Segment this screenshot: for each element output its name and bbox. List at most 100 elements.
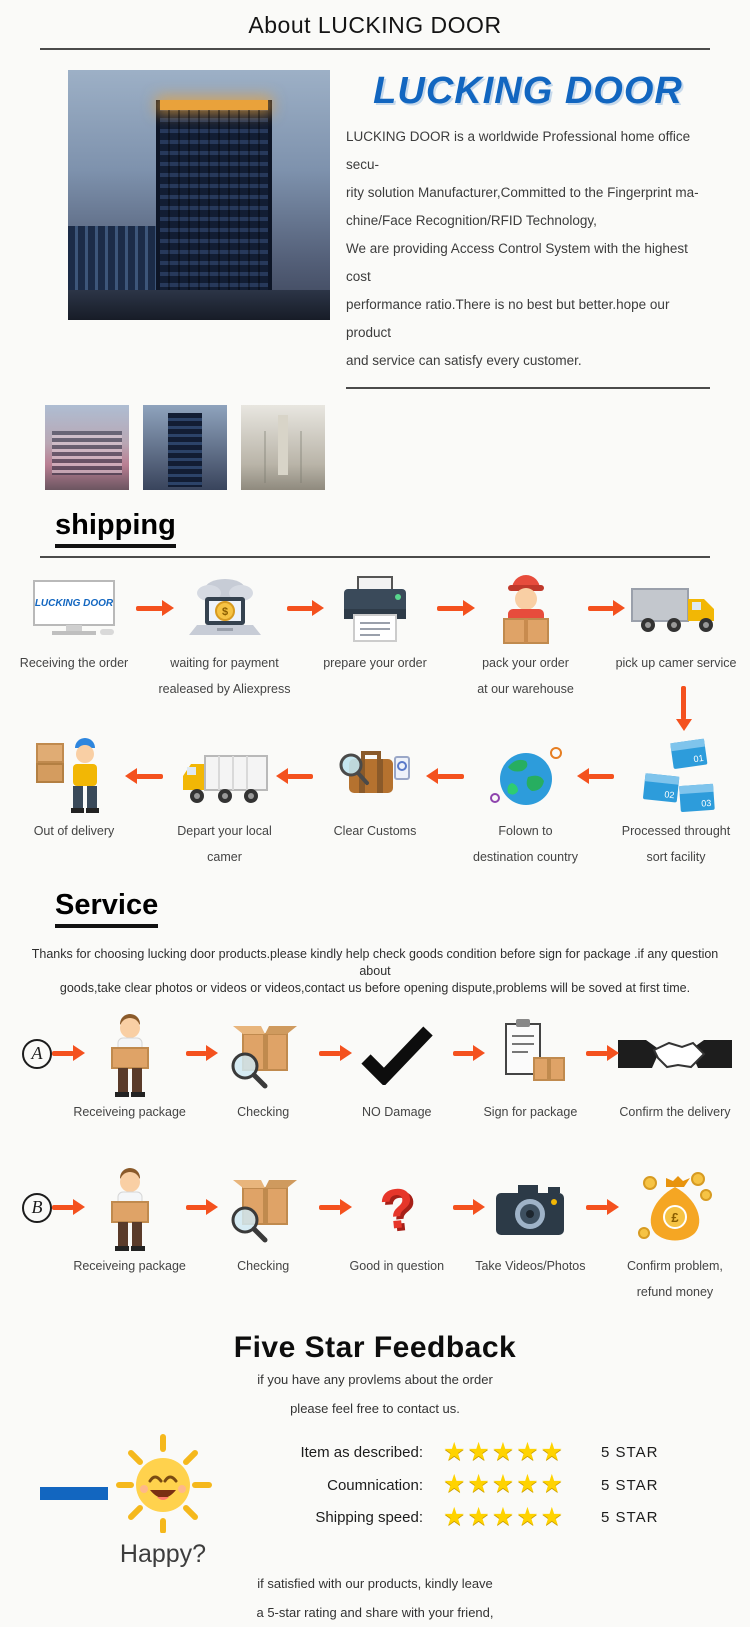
step-take-videos: Take Videos/Photos [474,1165,586,1305]
arrow-right-icon [586,1050,608,1056]
feedback-outro-line1: if satisfied with our products, kindly l… [257,1575,493,1591]
step-label-2: sort facility [646,849,706,864]
service-heading: Service [55,889,159,928]
page-title: About LUCKING DOOR [248,12,502,38]
step-label: Clear Customs [333,823,417,838]
feedback-block: Happy? Item as described: ★★★★★ 5 STAR C… [0,1423,750,1569]
handshake-icon [616,1011,734,1099]
local-truck-icon [177,738,273,818]
step-label: Sign for package [483,1104,578,1119]
building-thumbnail-1 [45,405,129,490]
feedback-heading: Five Star Feedback [233,1330,517,1364]
about-paragraph: LUCKING DOOR is a worldwide Professional… [346,123,710,375]
about-text-column: LUCKING DOOR LUCKING DOOR is a worldwide… [346,70,710,389]
camera-icon [488,1165,572,1253]
step-label-2: camer [207,849,242,864]
money-bag-icon: £ [632,1165,718,1253]
step-label-2: refund money [636,1284,714,1299]
photo-low-building [68,226,160,290]
step-no-damage: NO Damage [341,1011,453,1151]
company-building-photo [68,70,330,320]
rating-label: Shipping speed: [315,1509,423,1527]
feedback-outro-line2: a 5-star rating and share with your frie… [256,1604,494,1620]
five-stars-icon: ★★★★★ [442,1437,566,1466]
svg-text:01: 01 [693,753,704,764]
svg-text:02: 02 [664,789,675,800]
globe-icon [487,738,565,818]
step-label: Confirm problem, [627,1258,723,1273]
building-thumbnail-2 [143,405,227,490]
step-label: Receiveing package [73,1258,186,1273]
divider [346,387,710,389]
rating-value: 5 STAR [601,1444,659,1462]
step-waiting-payment: $ waiting for payment realeased by Aliex… [158,570,291,702]
footer-blue-bar [40,1487,108,1500]
shipping-flow-row1: LUCKING DOOR Receiving the order $ [0,558,750,702]
step-refund-money: £ Confirm problem, refund money [608,1165,742,1305]
step-label: Confirm the delivery [619,1104,731,1119]
arrow-right-icon [587,605,614,611]
photo-thumbnails [0,393,750,490]
arrow-right-icon [437,605,464,611]
badge-b: B [22,1192,52,1223]
step-out-of-delivery: Out of delivery [12,737,136,870]
happy-sun-icon [116,1433,212,1534]
courier-icon [31,737,117,818]
about-line: performance ratio.There is no best but b… [346,297,670,340]
step-label: Depart your local [177,823,272,838]
arrow-left-icon [437,773,464,779]
about-line: chine/Face Recognition/RFID Technology, [346,213,597,228]
printer-icon [332,570,418,650]
five-stars-icon: ★★★★★ [442,1470,566,1499]
step-label: Take Videos/Photos [475,1258,586,1273]
about-section: LUCKING DOOR LUCKING DOOR is a worldwide… [0,50,750,393]
step-confirm-delivery: Confirm the delivery [608,1011,742,1151]
clipboard-package-icon [488,1011,572,1099]
feedback-intro-line1: if you have any provlems about the order [257,1371,493,1387]
service-note-line2: goods,take clear photos or videos or vid… [59,980,691,995]
arrow-left-icon [136,773,163,779]
divider [40,555,710,558]
step-label-2: at our warehouse [477,681,574,696]
arrow-right-icon [52,1204,74,1210]
five-stars-icon: ★★★★★ [442,1502,566,1531]
person-package-icon [98,1165,162,1253]
arrow-right-icon [185,1050,208,1056]
rating-label: Item as described: [300,1444,423,1462]
arrow-right-icon [319,1050,341,1056]
rating-row: Item as described: ★★★★★ 5 STAR [248,1437,710,1467]
step-label: NO Damage [362,1104,432,1119]
step-prepare-order: prepare your order [313,570,437,702]
feedback-intro-line2: please feel free to contact us. [290,1400,460,1416]
step-label: Folown to [498,823,553,838]
step-checking-b: Checking [207,1165,319,1305]
step-receiving-package-b: Receiveing package [73,1165,186,1305]
shipping-heading: shipping [55,509,176,548]
box-magnifier-icon [221,1011,305,1099]
step-sign-package: Sign for package [474,1011,586,1151]
person-package-icon [98,1011,162,1099]
step-depart-local: Depart your local camer [163,738,287,870]
divider [40,48,710,50]
step-good-in-question: ? Good in question [341,1165,453,1305]
arrow-right-icon [185,1204,208,1210]
arrow-right-icon [452,1050,475,1056]
rating-row: Coumnication: ★★★★★ 5 STAR [248,1471,710,1499]
arrow-right-icon [319,1204,341,1210]
sort-files-icon: 01 02 03 [630,738,722,818]
step-label: Processed throught [621,823,731,838]
service-flow-b: B Receiveing package [0,1151,750,1305]
building-thumbnail-3 [241,405,325,490]
photo-tower [156,100,272,292]
svg-text:LUCKING DOOR: LUCKING DOOR [35,598,114,609]
step-label: Receiveing package [73,1104,186,1119]
arrow-right-icon [286,605,313,611]
arrow-right-icon [52,1050,74,1056]
checkmark-icon [358,1011,436,1099]
step-label: prepare your order [323,655,427,670]
step-pack-order: pack your order at our warehouse [464,570,588,702]
service-note: Thanks for choosing lucking door product… [0,946,750,997]
step-label: pack your order [482,655,569,670]
step-label: waiting for payment [170,655,279,670]
step-label: Out of delivery [33,823,115,838]
